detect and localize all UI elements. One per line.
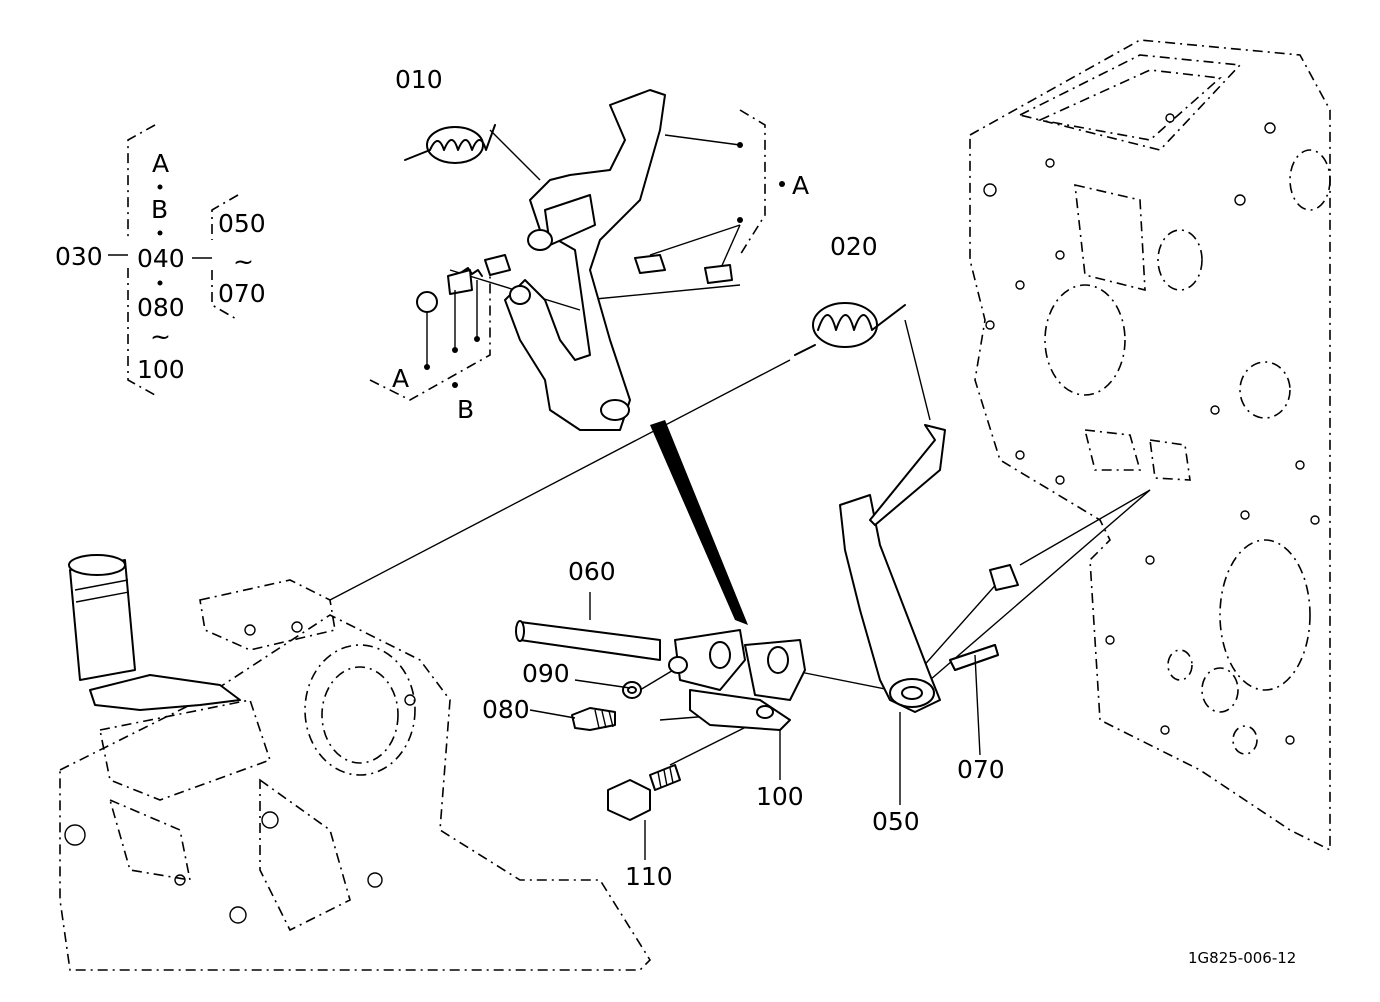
bracket-left-100: 100 xyxy=(137,355,185,384)
callout-050: 050 xyxy=(872,807,920,836)
callout-010: 010 xyxy=(395,65,443,94)
bolt-080 xyxy=(571,707,616,731)
leader-lines xyxy=(329,129,1151,766)
spring-020 xyxy=(794,302,906,356)
clutch-fork xyxy=(416,89,748,625)
clamp-100 xyxy=(668,629,806,731)
spring-010 xyxy=(404,124,496,164)
callout-090: 090 xyxy=(522,659,570,688)
pin-060 xyxy=(515,620,661,661)
bracket-left-b: B xyxy=(151,195,168,224)
group-a-right: A xyxy=(792,171,809,200)
bracket-left-080: 080 xyxy=(137,293,185,322)
pin-070 xyxy=(949,644,999,671)
labels: 010 020 030 060 090 080 100 110 050 070 … xyxy=(55,65,1296,967)
callout-110: 110 xyxy=(625,862,673,891)
bolt-110 xyxy=(607,764,681,821)
callout-030: 030 xyxy=(55,242,103,271)
callout-080: 080 xyxy=(482,695,530,724)
kit-bracket-030 xyxy=(108,124,239,396)
group-brackets xyxy=(369,109,785,401)
group-b-left: B xyxy=(457,395,474,424)
housing-left xyxy=(59,554,652,971)
engine-block-right xyxy=(969,39,1331,852)
reference-code: 1G825-006-12 xyxy=(1188,949,1296,967)
callout-020: 020 xyxy=(830,232,878,261)
lever-050 xyxy=(839,424,1019,713)
bracket-right-050: 050 xyxy=(218,209,266,238)
bracket-right-tilde: ~ xyxy=(233,247,254,276)
callout-070: 070 xyxy=(957,755,1005,784)
bracket-right-070: 070 xyxy=(218,279,266,308)
callout-060: 060 xyxy=(568,557,616,586)
bracket-left-a: A xyxy=(152,149,169,178)
washer-090 xyxy=(622,681,642,699)
callout-100: 100 xyxy=(756,782,804,811)
group-a-left: A xyxy=(392,364,409,393)
bracket-left-tilde: ~ xyxy=(150,322,171,351)
callout-leaders xyxy=(529,592,981,860)
bracket-left-040: 040 xyxy=(137,244,185,273)
